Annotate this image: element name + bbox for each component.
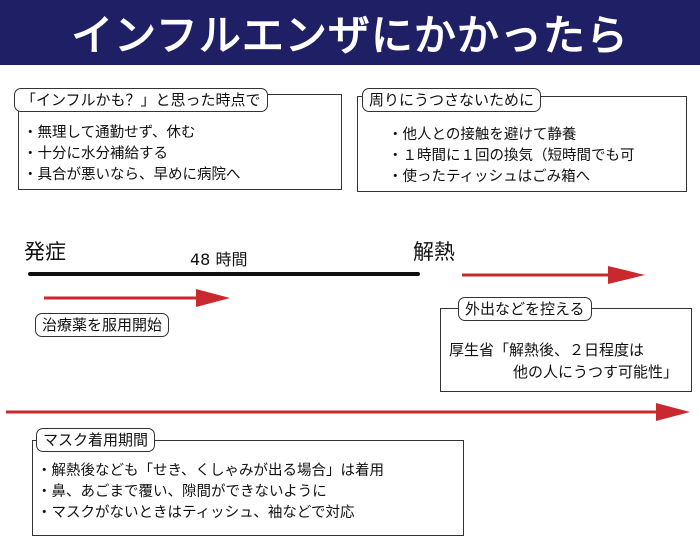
hours-label: 48 時間 [190,250,248,269]
list-item: 使ったティッシュはごみ箱へ [388,167,635,188]
outing-line-1: 厚生省「解熱後、２日程度は [449,341,645,359]
mask-label: マスク着用期間 [36,428,156,452]
suspect-list: 無理して通勤せず、休む 十分に水分補給する 具合が悪いなら、早めに病院へ [23,123,241,186]
prevent-list: 他人との接触を避けて静養 １時間に１回の換気（短時間でも可 使ったティッシュはご… [388,125,635,188]
treatment-label: 治療薬を服用開始 [35,313,170,337]
list-item: １時間に１回の換気（短時間でも可 [388,146,635,167]
list-item: 他人との接触を避けて静養 [388,125,635,146]
fever-break-label: 解熱 [413,240,455,264]
box-mask: 解熱後なども「せき、くしゃみが出る場合」は着用 鼻、あごまで覆い、隙間ができない… [32,440,464,536]
list-item: 十分に水分補給する [23,144,241,165]
onset-label: 発症 [24,240,66,264]
page-title: インフルエンザにかかったら [71,11,629,60]
prevent-label: 周りにうつさないために [362,88,542,112]
outing-line-2: 他の人にうつす可能性」 [513,363,679,381]
list-item: 解熱後なども「せき、くしゃみが出る場合」は着用 [37,461,384,482]
list-item: 無理して通勤せず、休む [23,123,241,144]
mask-arrow-head [656,403,690,421]
mask-list: 解熱後なども「せき、くしゃみが出る場合」は着用 鼻、あごまで覆い、隙間ができない… [37,461,384,524]
treatment-arrow-head [196,289,230,307]
list-item: マスクがないときはティッシュ、袖などで対応 [37,503,384,524]
outing-label: 外出などを控える [458,297,592,321]
title-banner: インフルエンザにかかったら [0,0,700,65]
suspect-label: 「インフルかも？」と思った時点で [14,88,268,112]
post-fever-arrow-head [608,266,645,284]
list-item: 鼻、あごまで覆い、隙間ができないように [37,482,384,503]
list-item: 具合が悪いなら、早めに病院へ [23,165,241,186]
